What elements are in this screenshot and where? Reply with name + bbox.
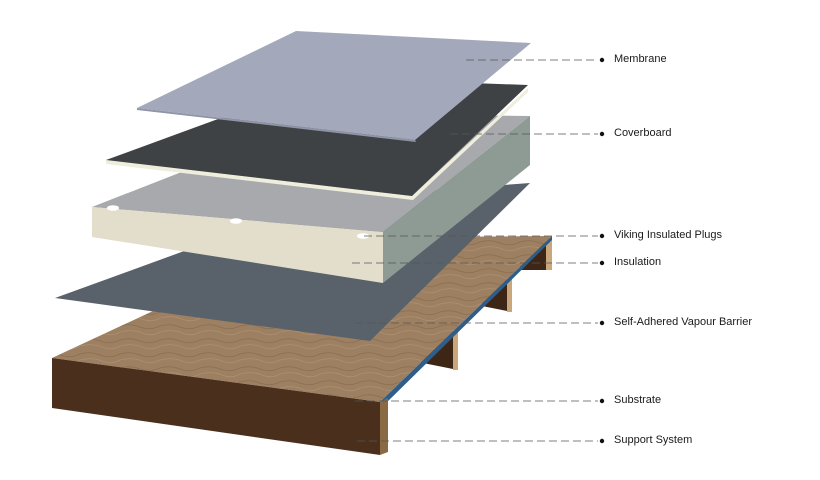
membrane-sheet (137, 31, 531, 140)
plug-icon (357, 233, 369, 239)
label-support-system: Support System (614, 434, 693, 446)
substrate-edge (380, 236, 552, 406)
label-insulation: Insulation (614, 256, 662, 268)
insulation-side (383, 116, 530, 283)
insulation-front (92, 207, 383, 283)
joist-edge (453, 320, 458, 370)
dot-icon (599, 438, 605, 444)
leader-lines (352, 59, 598, 442)
support-front-face (52, 358, 380, 455)
dot-icon (599, 320, 605, 326)
label-membrane: Membrane (614, 53, 667, 65)
support-side-face (380, 398, 388, 455)
leader-dots (599, 57, 605, 444)
joist-edge (507, 272, 512, 312)
dot-icon (599, 398, 605, 404)
dot-icon (599, 233, 605, 239)
plug-icon (230, 218, 242, 224)
dot-icon (599, 131, 605, 137)
dot-icon (599, 57, 605, 63)
dot-icon (599, 260, 605, 266)
label-vapour-barrier: Self-Adhered Vapour Barrier (614, 316, 752, 328)
membrane-edge (137, 108, 416, 142)
plug-icon (107, 205, 119, 211)
joist-edge (546, 240, 552, 270)
membrane-layer (137, 31, 531, 142)
label-coverboard: Coverboard (614, 127, 672, 139)
label-plugs: Viking Insulated Plugs (614, 229, 723, 241)
label-substrate: Substrate (614, 394, 662, 406)
